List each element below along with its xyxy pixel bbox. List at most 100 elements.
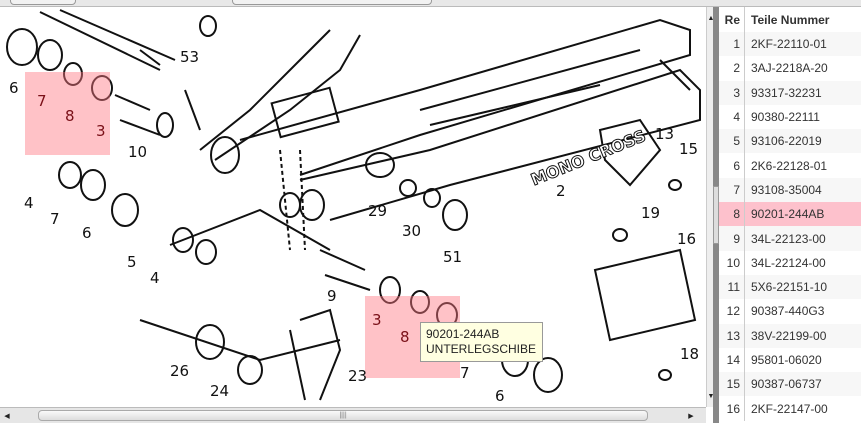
callout: 6	[9, 79, 19, 97]
table-row[interactable]: 4 90380-22111	[719, 104, 861, 130]
callout: 7	[460, 364, 470, 382]
row-ref: 7	[719, 177, 745, 203]
table-header: Re Teile Nummer	[719, 7, 861, 32]
row-ref: 15	[719, 372, 745, 397]
callout: 2	[556, 182, 566, 200]
row-ref: 2	[719, 56, 745, 81]
toolbar-field[interactable]	[232, 0, 432, 5]
toolbar-strip	[0, 0, 861, 7]
row-ref: 14	[719, 347, 745, 373]
table-row[interactable]: 14 95801-06020	[719, 347, 861, 373]
row-ref: 10	[719, 250, 745, 275]
row-part-number: 90387-440G3	[751, 304, 825, 319]
row-part-number: 34L-22124-00	[751, 255, 826, 270]
scroll-right-icon[interactable]: ▶	[688, 413, 694, 420]
row-part-number: 2KF-22147-00	[751, 401, 828, 416]
table-row[interactable]: 1 2KF-22110-01	[719, 32, 861, 57]
row-part-number: 93106-22019	[751, 134, 822, 149]
highlight-ref-8-left	[25, 72, 110, 155]
parts-table: Re Teile Nummer 1 2KF-22110-01 2 3AJ-2218A-…	[719, 7, 861, 423]
parts-rings	[6, 15, 682, 393]
horizontal-scroll-thumb[interactable]: ||||	[38, 410, 648, 421]
tooltip-description: UNTERLEGSCHIBE	[426, 342, 537, 356]
table-row[interactable]: 3 93317-32231	[719, 80, 861, 105]
row-part-number: 2K6-22128-01	[751, 158, 828, 173]
table-row[interactable]: 2 3AJ-2218A-20	[719, 56, 861, 81]
table-row[interactable]: 6 2K6-22128-01	[719, 153, 861, 178]
scroll-down-icon[interactable]: ▼	[707, 392, 715, 400]
callout: 51	[443, 248, 462, 266]
row-part-number: 90380-22111	[751, 110, 820, 125]
callout: 8	[400, 328, 410, 346]
callout: 29	[368, 202, 387, 220]
splitter-handle[interactable]	[713, 186, 719, 244]
scroll-left-icon[interactable]: ◀	[4, 413, 10, 420]
row-part-number: 93108-35004	[751, 182, 822, 197]
row-ref: 3	[719, 80, 745, 105]
row-part-number: 90387-06737	[751, 377, 822, 392]
callout: 6	[495, 387, 505, 405]
parts-diagram-viewport[interactable]: MONO CROSS 6 7 8 3 10 53 4 7 6	[0, 7, 710, 407]
swingarm-drawing	[39, 9, 701, 401]
callout: 16	[677, 230, 696, 248]
toolbar-button[interactable]	[10, 0, 76, 5]
table-row[interactable]: 15 90387-06737	[719, 372, 861, 397]
parts-diagram: MONO CROSS	[6, 9, 701, 401]
table-row[interactable]: 12 90387-440G3	[719, 299, 861, 324]
callout: 26	[170, 362, 189, 380]
table-row[interactable]: 10 34L-22124-00	[719, 250, 861, 275]
callout: 10	[128, 143, 147, 161]
table-row[interactable]: 9 34L-22123-00	[719, 226, 861, 251]
callout: 3	[96, 122, 106, 140]
row-ref: 6	[719, 153, 745, 178]
table-row[interactable]: 13 38V-22199-00	[719, 323, 861, 348]
row-ref: 4	[719, 104, 745, 130]
callout: 8	[65, 107, 75, 125]
header-ref[interactable]: Re	[719, 7, 745, 32]
row-part-number: 2KF-22110-01	[751, 37, 827, 52]
row-ref: 13	[719, 323, 745, 348]
callout: 13	[655, 125, 674, 143]
callout-labels: 6 7 8 3 10 53 4 7 6 5 4 29 30 51 19 13 1…	[9, 48, 699, 405]
vertical-scrollbar[interactable]: ▲ ▼	[706, 7, 715, 407]
callout: 7	[37, 92, 47, 110]
callout: 4	[24, 194, 34, 212]
table-row[interactable]: 5 93106-22019	[719, 129, 861, 154]
row-part-number: 3AJ-2218A-20	[751, 61, 828, 76]
table-row[interactable]: 11 5X6-22151-10	[719, 274, 861, 300]
callout: 15	[679, 140, 698, 158]
callout: 5	[127, 253, 137, 271]
header-part-number[interactable]: Teile Nummer	[751, 12, 830, 27]
callout: 6	[82, 224, 92, 242]
horizontal-scrollbar[interactable]: ◀ |||| ▶	[0, 407, 706, 423]
callout: 7	[50, 210, 60, 228]
row-ref: 8	[719, 202, 745, 227]
row-ref: 1	[719, 32, 745, 57]
table-row[interactable]: 7 93108-35004	[719, 177, 861, 203]
callout: 24	[210, 382, 229, 400]
row-ref: 5	[719, 129, 745, 154]
row-ref: 11	[719, 274, 745, 300]
callout: 9	[327, 287, 337, 305]
callout: 53	[180, 48, 199, 66]
row-part-number: 90201-244AB	[751, 207, 825, 222]
row-part-number: 95801-06020	[751, 353, 822, 367]
callout: 3	[372, 311, 382, 329]
callout: 18	[680, 345, 699, 363]
callout: 23	[348, 367, 367, 385]
scroll-up-icon[interactable]: ▲	[707, 14, 715, 22]
row-ref: 12	[719, 299, 745, 324]
row-part-number: 34L-22123-00	[751, 231, 826, 246]
callout: 30	[402, 222, 421, 240]
callout: 19	[641, 204, 660, 222]
row-part-number: 38V-22199-00	[751, 328, 827, 343]
row-part-number: 93317-32231	[751, 85, 822, 100]
row-part-number: 5X6-22151-10	[751, 280, 828, 295]
row-ref: 9	[719, 226, 745, 251]
part-tooltip: 90201-244AB UNTERLEGSCHIBE	[420, 322, 543, 362]
tooltip-part-number: 90201-244AB	[426, 327, 500, 341]
callout: 4	[150, 269, 160, 287]
table-row[interactable]: 8 90201-244AB	[719, 202, 861, 227]
